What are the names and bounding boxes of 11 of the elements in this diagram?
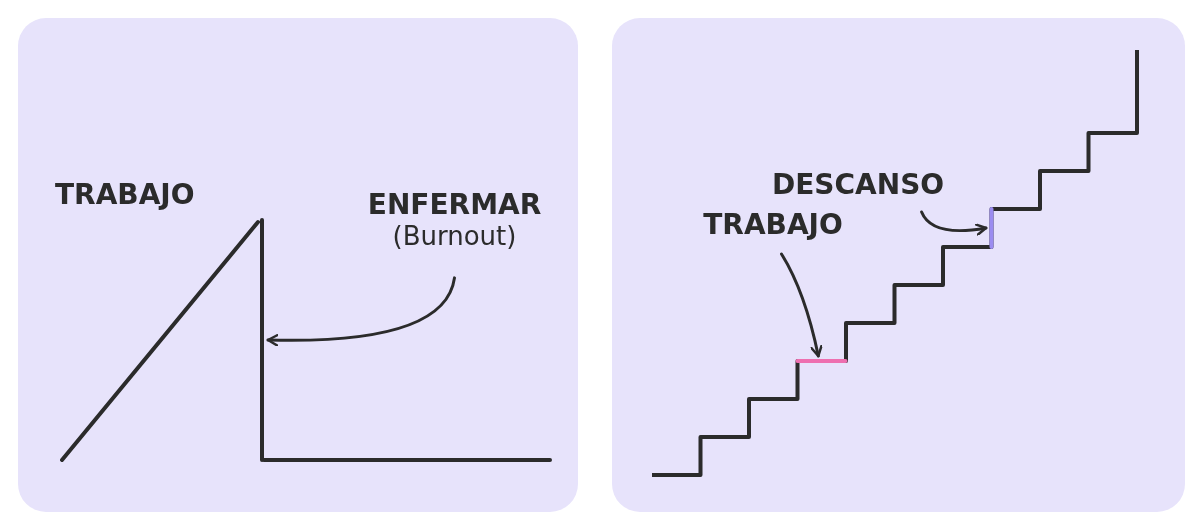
- heading-text: TRABAJO: [703, 208, 843, 241]
- note-text: (Burnout): [392, 221, 517, 251]
- heading-text: TRABAJO: [55, 178, 195, 211]
- arrow: [780, 252, 823, 358]
- panel-background: [18, 18, 578, 512]
- heading-text: DESCANSO: [772, 168, 945, 201]
- arrow: [266, 276, 456, 347]
- heading-text: ENFERMAR: [367, 188, 542, 221]
- line-segment: [795, 356, 848, 366]
- arrow: [920, 210, 988, 236]
- panel-background: [612, 18, 1185, 512]
